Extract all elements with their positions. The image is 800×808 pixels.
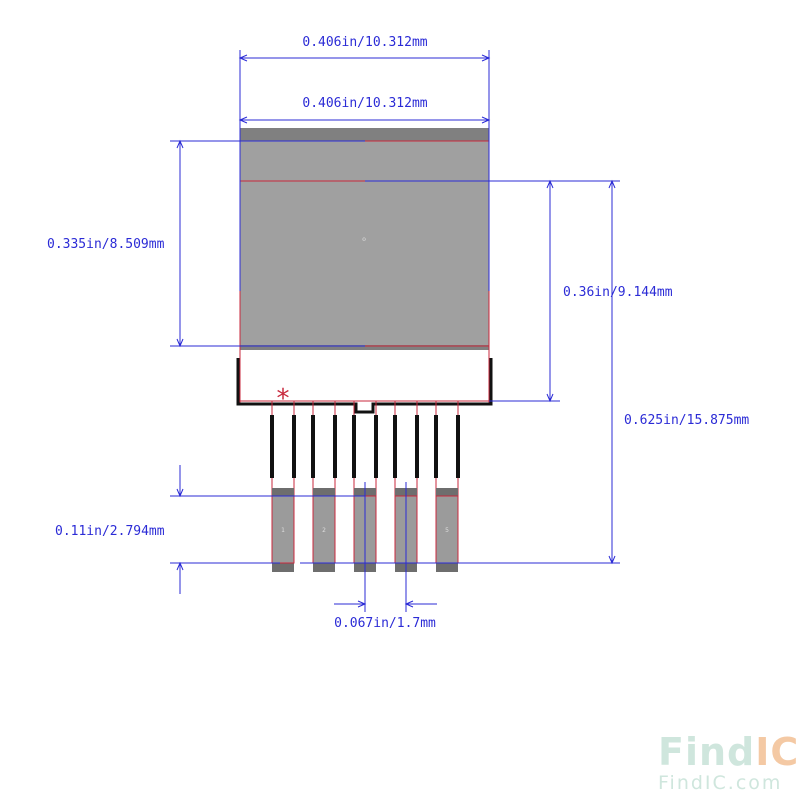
pad-2: 2 — [312, 488, 336, 572]
pad-top-strip — [272, 488, 294, 496]
lead-bar — [415, 415, 419, 478]
pad-body — [436, 488, 458, 572]
tab-bottom-strip — [240, 345, 489, 350]
pad-top-strip — [313, 488, 335, 496]
svg-text:FindIC: FindIC — [658, 730, 799, 774]
dim-inner-width: 0.406in/10.312mm — [302, 96, 427, 111]
lead-bar — [270, 415, 274, 478]
dim-top-width: 0.406in/10.312mm — [302, 35, 427, 50]
pin1-marker: * — [277, 384, 290, 414]
logo-url: FindIC.com — [658, 772, 782, 794]
pad-label: 1 — [281, 527, 285, 534]
pad-5: 5 — [435, 488, 459, 572]
lead-bar — [292, 415, 296, 478]
center-mark: o — [362, 236, 366, 243]
lead-outline — [353, 400, 377, 497]
dim-pitch: 0.067in/1.7mm — [334, 616, 436, 631]
lead-bar — [311, 415, 315, 478]
findic-watermark: FindIC FindIC.com — [658, 730, 799, 794]
leads — [270, 400, 460, 497]
tab-body — [240, 128, 489, 350]
logo-find: Find — [658, 730, 755, 774]
package-body: * — [236, 346, 493, 414]
pad-bottom-strip — [272, 563, 294, 572]
dim-body-height: 0.36in/9.144mm — [563, 285, 673, 300]
lead-bar — [434, 415, 438, 478]
pad-body — [313, 488, 335, 572]
dim-tab-height: 0.335in/8.509mm — [47, 237, 165, 252]
pad-bottom-strip — [313, 563, 335, 572]
lead-bar — [333, 415, 337, 478]
pad-top-strip — [436, 488, 458, 496]
tab-area: o — [239, 128, 490, 350]
logo-ic: IC — [755, 730, 799, 774]
dimensions — [170, 50, 620, 612]
pads: 1 2 5 — [271, 488, 459, 572]
dim-pad-length: 0.11in/2.794mm — [55, 524, 165, 539]
body-silkscreen — [236, 358, 493, 414]
lead-outline — [312, 400, 336, 497]
pad-label: 5 — [445, 527, 449, 534]
lead-outline — [271, 400, 295, 497]
pad-bottom-strip — [436, 563, 458, 572]
pad-label: 2 — [322, 527, 326, 534]
tab-top-strip — [240, 128, 489, 141]
lead-outline — [394, 400, 418, 497]
lead-outline — [435, 400, 459, 497]
lead-bar — [393, 415, 397, 478]
lead-bar — [352, 415, 356, 478]
pad-body — [272, 488, 294, 572]
pad-1: 1 — [271, 488, 295, 572]
lead-bar — [456, 415, 460, 478]
lead-bar — [374, 415, 378, 478]
dim-total-height: 0.625in/15.875mm — [624, 413, 749, 428]
